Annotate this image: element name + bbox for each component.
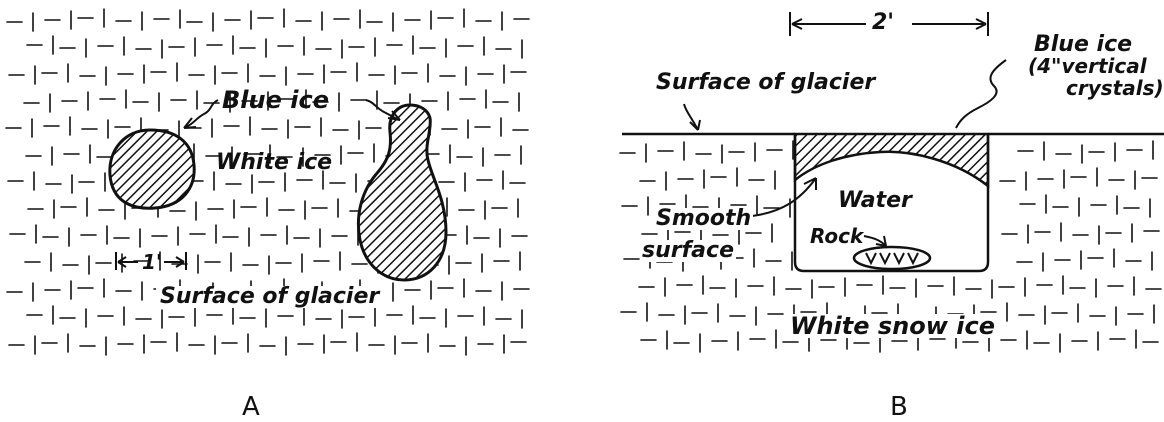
label-snow-ice: White snow ice	[786, 314, 999, 338]
caption-a: A	[242, 394, 260, 420]
blue-ice-leader-left-arrowhead	[184, 118, 196, 128]
label-smooth-line1: Smooth	[654, 208, 753, 230]
rock	[854, 247, 930, 269]
blue-ice-round-blob	[110, 130, 194, 208]
label-dimension-2ft: 2'	[872, 12, 894, 34]
label-blue-ice-b-line1: Blue ice	[1034, 34, 1132, 56]
label-water: Water	[838, 190, 912, 212]
blue-ice-leader-left	[184, 100, 218, 128]
label-blue-ice-b-line2: (4"vertical	[1028, 56, 1147, 76]
caption-b: B	[890, 394, 908, 420]
surface-leader	[684, 104, 698, 130]
label-blue-ice-b-line3: crystals)	[1066, 78, 1164, 98]
label-rock: Rock	[810, 226, 863, 246]
label-smooth-line2: surface	[640, 240, 736, 262]
blue-ice-bulb-blob	[358, 105, 446, 280]
label-surface-a: Surface of glacier	[156, 286, 383, 308]
label-white-ice: White ice	[216, 152, 332, 174]
label-surface-b: Surface of glacier	[656, 72, 875, 94]
label-blue-ice-a: Blue ice	[222, 88, 329, 112]
blue-ice-squiggle-leader	[956, 60, 1006, 128]
label-scale-1ft: 1'	[142, 252, 162, 272]
